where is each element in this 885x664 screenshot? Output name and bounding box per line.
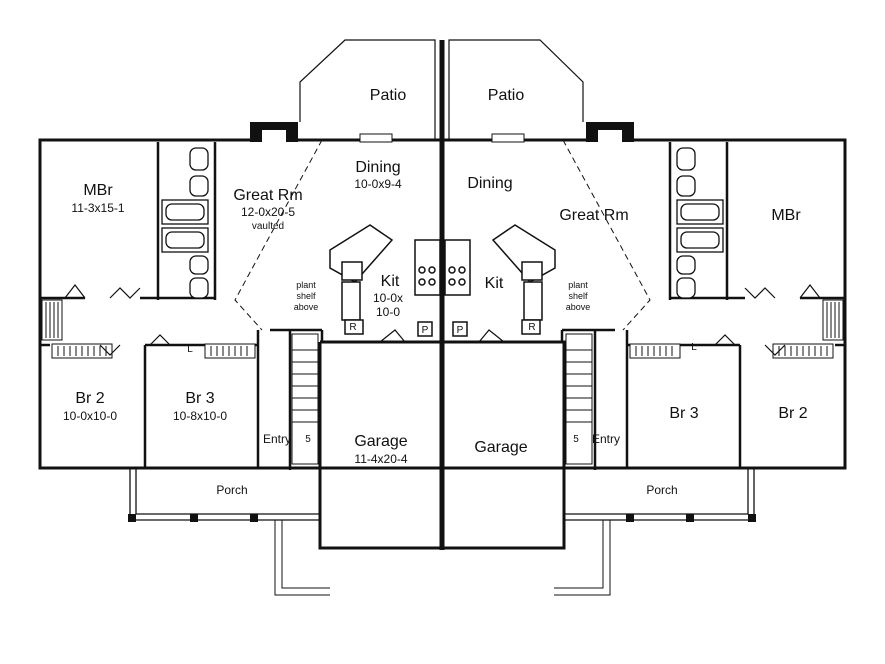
entry-right-label: Entry [592, 432, 620, 446]
br3-right-label: Br 3 [669, 405, 698, 422]
door-swings [64, 284, 821, 356]
great-room-left-note: vaulted [252, 221, 284, 232]
fireplace-icon [250, 122, 298, 142]
bathroom-fixtures-right [676, 147, 724, 299]
laundry-right-tag: L [691, 342, 697, 353]
kitchen-counters-left [329, 224, 441, 337]
br2-left-label: Br 2 [75, 390, 104, 407]
pantry-right-tag: P [457, 325, 464, 336]
br2-left-dim: 10-0x10-0 [63, 409, 117, 423]
porch-left-label: Porch [216, 483, 247, 497]
great-room-right-label: Great Rm [559, 207, 628, 224]
patio-right-label: Patio [488, 87, 525, 104]
kitchen-right-label: Kit [485, 275, 504, 292]
dining-right-label: Dining [467, 175, 512, 192]
stairs [291, 333, 593, 465]
stair-right-tag: 5 [573, 434, 579, 445]
bathroom-fixtures-left [161, 147, 209, 299]
patio-outline [299, 39, 584, 140]
br2-right-label: Br 2 [778, 405, 807, 422]
plant-shelf-right-1: plant [568, 280, 588, 290]
kitchen-left-dim1: 10-0x [373, 291, 403, 305]
dining-left-dim: 10-0x9-4 [354, 177, 402, 191]
walkways [274, 520, 611, 596]
mbr-left-dim: 11-3x15-1 [71, 201, 124, 215]
br3-left-label: Br 3 [185, 390, 214, 407]
laundry-left-tag: L [187, 344, 193, 355]
kitchen-left-dim2: 10-0 [376, 305, 400, 319]
mbr-left-label: MBr [83, 182, 113, 199]
kitchen-counters-right [444, 224, 556, 337]
interior-walls-right [560, 142, 845, 470]
plant-shelf-left-2: shelf [296, 291, 316, 301]
plant-shelf-outline [234, 139, 651, 331]
porch-right-label: Porch [646, 483, 677, 497]
br3-left-dim: 10-8x10-0 [173, 409, 227, 423]
range-left-tag: R [349, 322, 356, 333]
plant-shelf-left-3: above [294, 302, 319, 312]
garage-left-label: Garage [354, 433, 407, 450]
great-room-left-dim: 12-0x20-5 [241, 205, 295, 219]
garage-left-dim: 11-4x20-4 [354, 452, 407, 466]
mbr-right-label: MBr [771, 207, 801, 224]
great-room-left-label: Great Rm [233, 187, 302, 204]
garage-walls [318, 340, 566, 550]
garage-right-label: Garage [474, 439, 527, 456]
fireplace-icon [586, 122, 634, 142]
kitchen-left-label: Kit [381, 273, 400, 290]
plant-shelf-left-1: plant [296, 280, 316, 290]
closets [41, 299, 844, 359]
stair-left-tag: 5 [305, 434, 311, 445]
entry-left-label: Entry [263, 432, 291, 446]
dining-left-label: Dining [355, 159, 400, 176]
patio-left-label: Patio [370, 87, 407, 104]
porch-posts [128, 514, 756, 522]
plant-shelf-right-2: shelf [568, 291, 588, 301]
range-right-tag: R [528, 322, 535, 333]
plant-shelf-right-3: above [566, 302, 591, 312]
pantry-left-tag: P [422, 325, 429, 336]
